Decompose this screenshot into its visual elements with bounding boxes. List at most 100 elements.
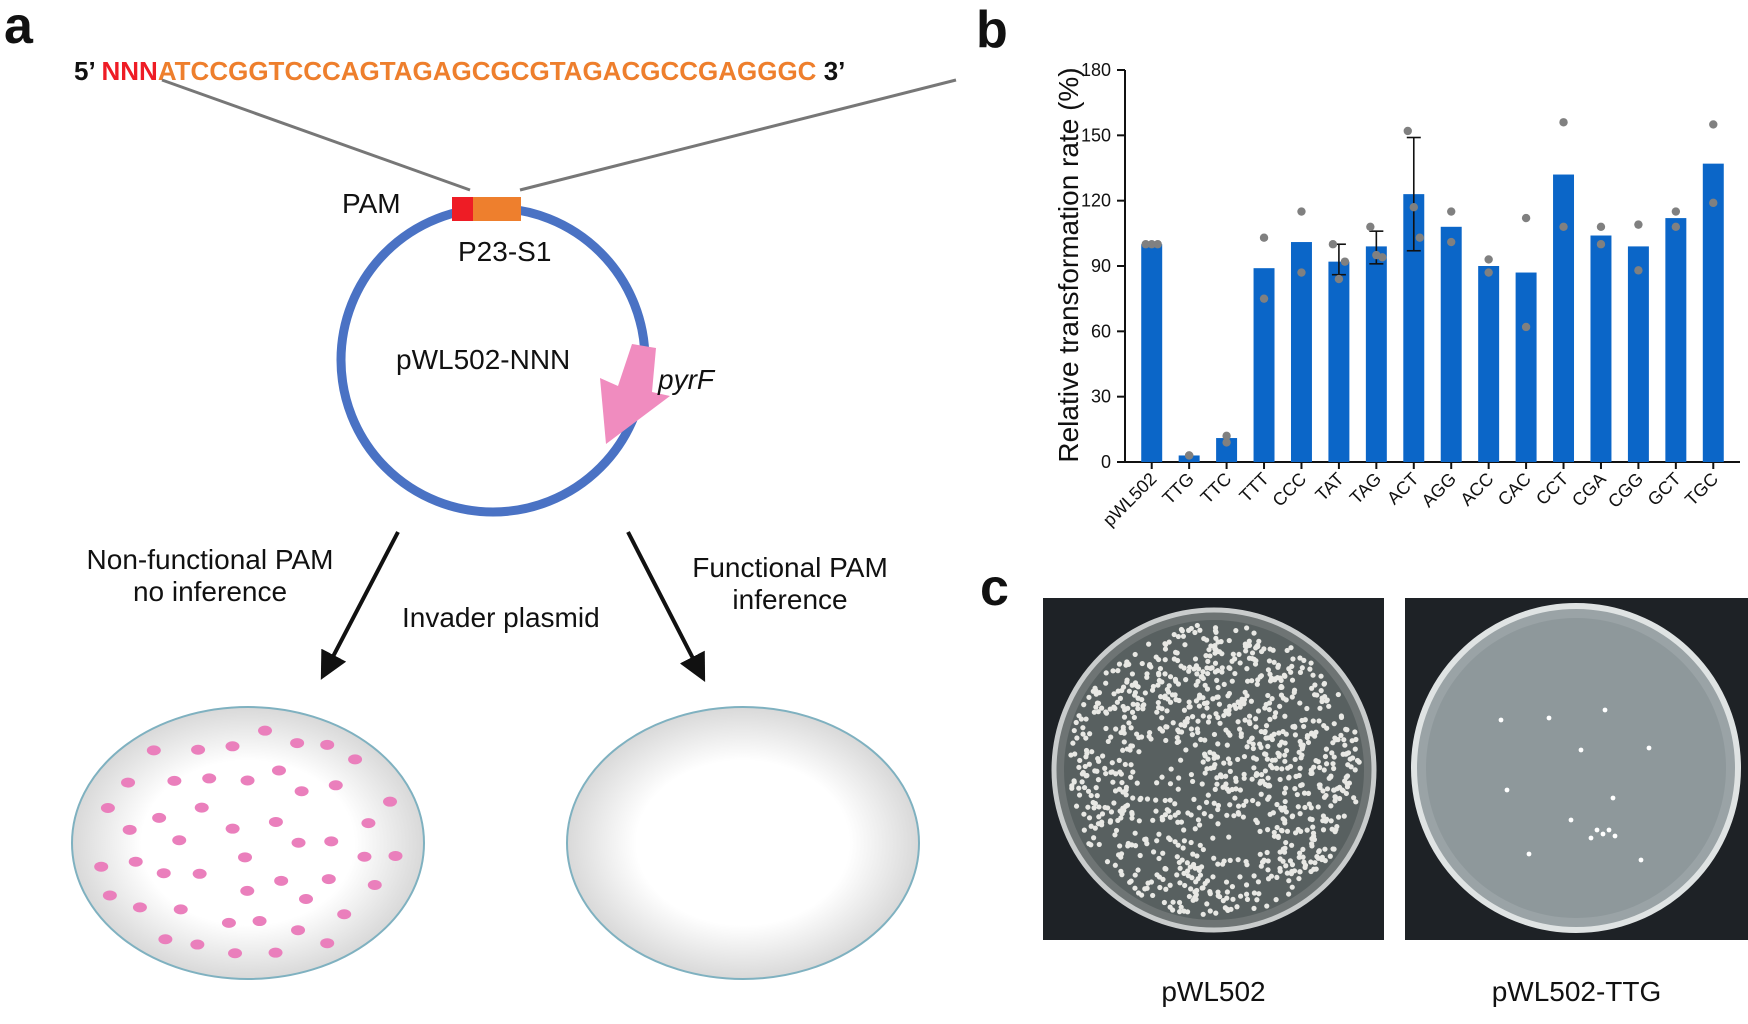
colony: [1103, 670, 1109, 676]
colony: [1286, 891, 1292, 897]
plate-pwl502-ttg-drawing: [1411, 603, 1741, 933]
label-non-functional-line2: no inference: [132, 576, 288, 607]
colony: [1314, 854, 1320, 860]
colony: [1169, 692, 1176, 698]
colony: [1285, 765, 1291, 771]
colony: [121, 777, 136, 788]
colony: [122, 824, 137, 835]
colony: [1271, 659, 1277, 665]
colony: [1198, 736, 1204, 743]
colony: [1177, 865, 1183, 871]
colony: [1246, 638, 1252, 644]
colony: [1335, 814, 1342, 820]
colony: [1241, 753, 1248, 760]
colony: [1199, 781, 1205, 787]
colony: [1121, 714, 1128, 720]
colony: [1260, 859, 1266, 865]
colony: [1211, 800, 1217, 806]
colony: [1262, 781, 1268, 788]
colony: [1265, 827, 1271, 833]
colony: [1215, 714, 1221, 721]
colony: [1233, 705, 1239, 711]
colony: [1216, 701, 1223, 707]
colony: [1317, 784, 1323, 791]
y-tick-label: 30: [1091, 387, 1111, 407]
sparse-colony-group: [1498, 707, 1652, 863]
colony: [1091, 709, 1097, 715]
colony: [1088, 823, 1094, 829]
colony: [1157, 726, 1163, 732]
colony: [1083, 735, 1089, 741]
colony: [1312, 860, 1318, 866]
colony: [1297, 655, 1303, 661]
colony: [1335, 691, 1341, 698]
colony: [1162, 646, 1169, 652]
label-functional-pam: Functional PAM inference: [650, 552, 930, 616]
colony: [1201, 811, 1207, 817]
replicate-point: [1222, 438, 1231, 447]
colony: [1283, 731, 1289, 737]
colony: [1243, 798, 1249, 804]
colony: [1188, 625, 1194, 632]
colony: [1122, 761, 1128, 768]
colony: [1249, 678, 1255, 684]
colony: [1265, 858, 1271, 864]
colony: [1504, 787, 1510, 793]
y-tick-label: 0: [1101, 452, 1111, 472]
colony: [1211, 855, 1217, 861]
colony: [1143, 836, 1149, 842]
x-tick-label: TAT: [1311, 469, 1347, 505]
colony: [1299, 665, 1305, 671]
colony: [1096, 814, 1102, 820]
colony: [1161, 899, 1167, 906]
colony: [1246, 739, 1252, 745]
colony: [1131, 714, 1137, 721]
colony: [1135, 867, 1141, 873]
colony: [167, 775, 182, 786]
colony: [1178, 819, 1185, 825]
colony: [1190, 851, 1196, 857]
colony: [1083, 747, 1090, 754]
colony: [1213, 646, 1219, 653]
colony: [1227, 768, 1233, 774]
colony: [1289, 814, 1295, 820]
colony: [1156, 874, 1163, 880]
arrow-right: [626, 531, 706, 682]
colony: [1283, 785, 1289, 791]
colony: [1230, 651, 1236, 657]
colony: [1191, 796, 1197, 802]
colony: [1266, 658, 1273, 664]
colony: [1291, 689, 1297, 695]
colony: [1288, 871, 1295, 877]
colony: [1085, 804, 1091, 810]
bar: [1627, 246, 1649, 462]
colony: [1352, 746, 1358, 752]
colony: [1241, 802, 1247, 808]
colony: [1186, 699, 1192, 705]
colony: [1221, 681, 1227, 688]
colony: [252, 916, 267, 927]
colony: [1301, 657, 1307, 663]
target-sequence: 5’ NNNATCCGGTCCCAGTAGAGCGCGTAGACGCCGAGGG…: [74, 56, 845, 87]
colony: [1212, 786, 1218, 792]
colony: [1305, 790, 1312, 797]
colony: [1124, 746, 1130, 752]
colony: [1085, 788, 1092, 794]
colony: [1329, 750, 1335, 756]
replicate-point: [1671, 222, 1681, 231]
colony: [1170, 907, 1176, 913]
colony: [1117, 695, 1124, 701]
colony: [1119, 779, 1125, 786]
colony: [1274, 765, 1280, 771]
colony: [1275, 662, 1282, 668]
colony: [1116, 757, 1122, 763]
colony: [1078, 716, 1084, 722]
y-tick-label: 180: [1081, 60, 1111, 80]
colony: [1182, 642, 1188, 648]
colony: [1343, 774, 1349, 780]
colony: [1262, 728, 1268, 735]
colony: [1071, 778, 1077, 784]
colony: [1225, 730, 1231, 736]
colony: [1110, 779, 1116, 785]
